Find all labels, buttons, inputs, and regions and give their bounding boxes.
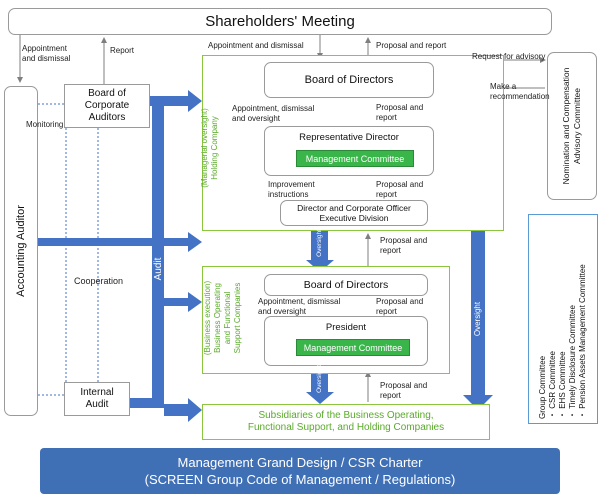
business-companies-side-label: (Business execution) Business Operating … <box>203 280 242 356</box>
appointment-and-dismissal-label: Appointment and dismissal <box>208 41 304 50</box>
internal-audit-box: Internal Audit <box>64 382 130 416</box>
footer-line1: Management Grand Design / CSR Charter <box>177 455 423 470</box>
group-committee-item: ・ CSR Committee <box>548 350 557 419</box>
shareholders-meeting-label: Shareholders' Meeting <box>205 13 355 30</box>
group-committee-list: Group Committee ・ CSR Committee ・ EHS Co… <box>538 219 588 419</box>
board-of-corporate-auditors-box: Board of Corporate Auditors <box>64 84 150 128</box>
shareholders-meeting-box: Shareholders' Meeting <box>8 8 552 35</box>
business-management-committee: Management Committee <box>296 339 410 356</box>
subsidiaries-box: Subsidiaries of the Business Operating, … <box>202 404 490 440</box>
report-label: Report <box>110 46 135 55</box>
footer-line2: (SCREEN Group Code of Management / Regul… <box>144 472 456 487</box>
proposal-and-report-label-top: Proposal and report <box>376 41 447 50</box>
holding-management-committee: Management Committee <box>296 150 414 167</box>
group-committee-item: ・ EHS Committee <box>558 351 567 419</box>
board-auditors-line2: Corporate <box>84 100 130 111</box>
oversight-label-mid: Oversight <box>316 229 323 257</box>
internal-audit-line1: Internal <box>80 387 114 398</box>
oversight-label-right: Oversight <box>473 301 482 337</box>
board-auditors-line1: Board of <box>88 88 126 99</box>
representative-director-label: Representative Director <box>299 132 399 143</box>
monitoring-label: Monitoring <box>26 120 64 129</box>
group-committee-box: Group Committee ・ CSR Committee ・ EHS Co… <box>528 214 598 424</box>
subsidiaries-line1: Subsidiaries of the Business Operating, <box>258 410 434 421</box>
oversight-label-lower: Oversight <box>316 365 323 393</box>
executive-division-box: Director and Corporate Officer Executive… <box>280 200 428 226</box>
accounting-auditor-box: Accounting Auditor <box>4 86 38 416</box>
internal-audit-line2: Audit <box>85 399 109 410</box>
holding-company-side-label: (Managerial oversight) Holding Company <box>200 108 219 188</box>
subsidiaries-line2: Functional Support, and Holding Companie… <box>247 422 445 433</box>
president-label: President <box>325 322 367 333</box>
holding-board-of-directors-box: Board of Directors <box>264 62 434 98</box>
accounting-auditor-label: Accounting Auditor <box>15 205 27 297</box>
business-board-of-directors-box: Board of Directors <box>264 274 428 296</box>
executive-division-line1: Director and Corporate Officer <box>297 203 411 213</box>
footer-banner: Management Grand Design / CSR Charter (S… <box>40 448 560 494</box>
executive-division-line2: Executive Division <box>319 213 389 223</box>
request-for-advisory-label: Request for advisory <box>472 52 546 61</box>
audit-label: Audit <box>153 257 164 281</box>
group-committee-item: ・ Timely Disclosure Committee <box>568 305 577 419</box>
group-committee-item: ・ Pension Assets Management Committee <box>578 264 587 419</box>
business-board-label: Board of Directors <box>303 279 389 291</box>
board-auditors-line3: Auditors <box>88 112 126 123</box>
oversight-label-holding: Oversight <box>471 133 480 169</box>
cooperation-label: Cooperation <box>74 276 124 286</box>
nomination-committee-label: Nomination and Compensation Advisory Com… <box>561 67 582 185</box>
group-committee-title: Group Committee <box>538 355 547 419</box>
nomination-compensation-committee-box: Nomination and Compensation Advisory Com… <box>547 52 597 200</box>
holding-board-label: Board of Directors <box>304 74 394 86</box>
